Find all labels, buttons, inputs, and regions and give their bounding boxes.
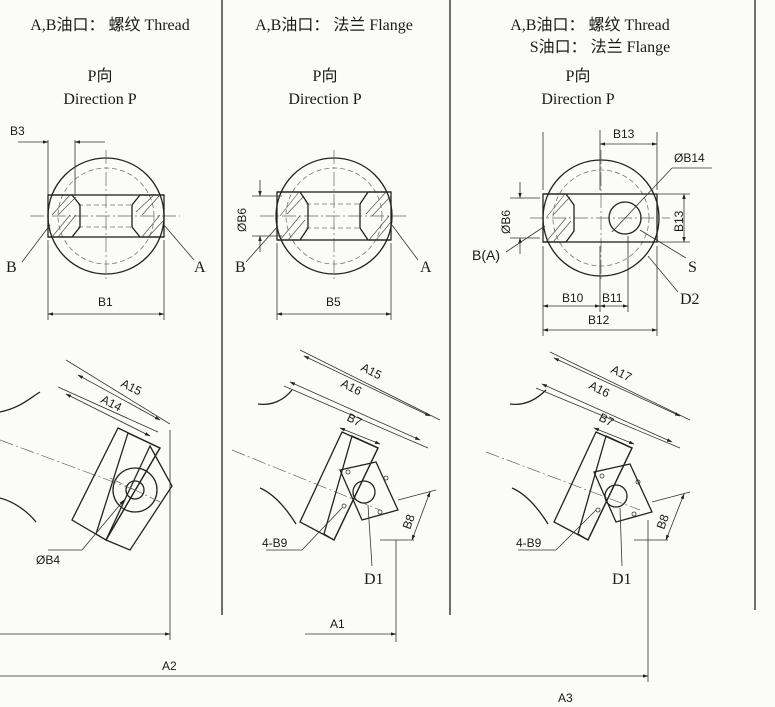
panel-1-side-view: A15 A14 ØB4 [0, 359, 173, 567]
panel-2-port-b: B [235, 259, 246, 276]
panel-2-b8-dim: B8 [400, 512, 418, 531]
panel-2-b7-dim: B7 [345, 410, 365, 429]
panel-3-port-s: S [688, 259, 697, 276]
a1-dim: A1 [330, 617, 345, 631]
panel-1-front-view: B3 B A B1 [6, 124, 206, 320]
panel-2-b5-dim: B5 [326, 295, 341, 309]
panel-1-port-a: A [194, 259, 206, 276]
panel-3-view-cn: P向 [566, 67, 591, 85]
panel-1-port-b: B [6, 259, 17, 276]
panel-3-a17-dim: A17 [609, 362, 635, 384]
panel-3-d1-label: D1 [612, 571, 632, 588]
panel-2-b6-dim: ØB6 [235, 208, 249, 232]
panel-2-view-cn: P向 [313, 67, 338, 85]
panel-2-side-view: A15 A16 B7 B8 4-B9 D1 [231, 349, 441, 588]
panel-2-bolts-label: 4-B9 [262, 536, 288, 550]
panel-3-bolts-label: 4-B9 [516, 536, 542, 550]
panel-3-b10-dim: B10 [562, 291, 584, 305]
panel-2-a15-dim: A15 [359, 360, 385, 382]
panel-1-b4-dim: ØB4 [36, 553, 60, 567]
panel-3-view-en: Direction P [541, 91, 614, 108]
panel-3-header-line-1: A,B油口： 螺纹 Thread [510, 16, 670, 34]
panel-dividers [221, 0, 756, 615]
overall-dimensions: A1 A2 A3 [0, 430, 649, 705]
panel-2-port-a: A [420, 259, 432, 276]
panel-2-flange: A,B油口： 法兰 Flange P向 Direction P ØB6 [231, 16, 441, 588]
panel-2-d1-label: D1 [364, 571, 384, 588]
panel-1-a14-dim: A14 [99, 392, 125, 414]
panel-3-side-view: A17 A16 B7 B8 4-B9 D1 [485, 351, 691, 588]
panel-3-b12-dim: B12 [588, 313, 610, 327]
panel-1-thread: A,B油口： 螺纹 Thread P向 Direction P B [0, 16, 206, 567]
panel-3-d2-label: D2 [680, 291, 700, 308]
panel-3-header-line-2: S油口： 法兰 Flange [530, 38, 670, 56]
panel-3-front-view: B13 ØB14 B13 ØB6 B(A) S D2 B10 [472, 127, 712, 336]
panel-1-header: A,B油口： 螺纹 Thread [30, 16, 190, 34]
panel-2-view-en: Direction P [288, 91, 361, 108]
panel-1-b3-dim: B3 [10, 124, 25, 138]
panel-3-b14-dim: ØB14 [674, 151, 705, 165]
panel-3-thread-flange: A,B油口： 螺纹 Thread S油口： 法兰 Flange P向 Direc… [472, 16, 712, 588]
panel-3-a16-dim: A16 [587, 378, 613, 400]
panel-2-front-view: ØB6 B A B5 [235, 150, 432, 320]
panel-1-view-en: Direction P [63, 91, 136, 108]
panel-3-b11-dim: B11 [602, 291, 623, 305]
a2-dim: A2 [162, 659, 177, 673]
a3-dim: A3 [558, 691, 573, 705]
panel-1-view-cn: P向 [88, 67, 113, 85]
panel-2-a16-dim: A16 [339, 376, 365, 398]
panel-3-b8-dim: B8 [654, 512, 672, 531]
panel-2-header: A,B油口： 法兰 Flange [255, 16, 413, 34]
panel-1-b1-dim: B1 [98, 295, 113, 309]
panel-3-b6-dim: ØB6 [499, 210, 513, 234]
panel-3-port-ba: B(A) [472, 247, 500, 263]
panel-3-b13-side-dim: B13 [672, 210, 686, 232]
panel-3-b7-dim: B7 [597, 410, 617, 429]
panel-3-b13-top-dim: B13 [613, 127, 635, 141]
